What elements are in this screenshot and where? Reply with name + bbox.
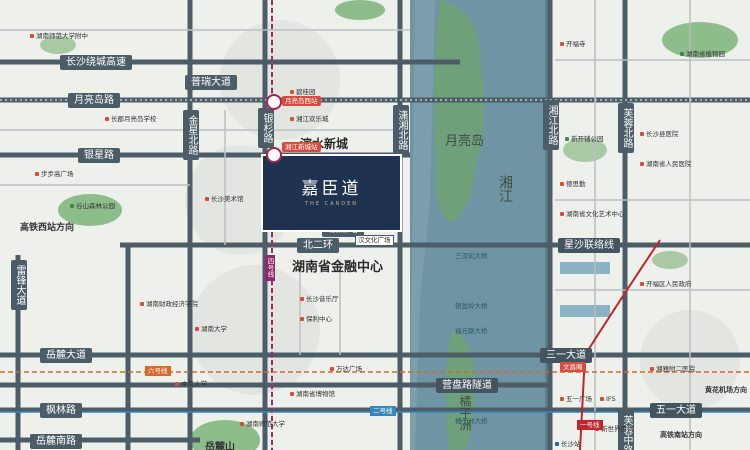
project-name: 嘉臣道 (301, 179, 362, 199)
road-label: 长沙绕城高速 (60, 55, 132, 70)
poi-label: 湖南财政经济学院 (140, 300, 198, 309)
road-label: 三一大道 (540, 348, 592, 363)
bridge-label: 橘子洲大桥 (455, 417, 488, 425)
park-area (652, 251, 688, 269)
poi-label: 谷山森林公园 (70, 202, 115, 211)
road-label: 雷锋大道 (11, 260, 27, 310)
metro-line-tag: 一号线 (577, 420, 603, 430)
poi-label: 长沙县医院 (640, 130, 679, 139)
metro-line-tag: 六号线 (145, 366, 171, 376)
road-label: 星沙联络线 (558, 238, 620, 253)
poi-label: 湖南大学 (195, 325, 227, 334)
poi-label: 湖南省博物馆 (290, 390, 335, 399)
poi-label: 长郡月亮岛学校 (105, 115, 157, 124)
poi-label: 湖南省植物园 (680, 50, 725, 59)
poi-label: IFS (600, 395, 616, 404)
poi-label: 万达广场 (330, 365, 362, 374)
poi-label: 中南大学 (175, 380, 207, 389)
bridge-label: 福元路大桥 (455, 327, 488, 335)
metro-station-icon[interactable] (266, 147, 282, 163)
poi-label: 五一广场 (560, 395, 592, 404)
project-subtitle: THE CANDEN (305, 201, 358, 207)
station-label: 文昌阁 (560, 362, 586, 372)
poi-label: 新开铺公园 (565, 135, 604, 144)
bridge-label: 银盆岭大桥 (455, 302, 488, 310)
destination-label: 高铁西站方向 (20, 223, 75, 233)
road-label: 月亮岛路 (68, 93, 120, 108)
river-bank (410, 0, 435, 450)
road-label: 金星北路 (183, 110, 199, 160)
poi-label: 湖南师范大学 (240, 420, 285, 429)
poi-label: 开福区人民政府 (640, 280, 692, 289)
hill-shape (220, 20, 340, 140)
project-marker[interactable]: 嘉臣道 THE CANDEN (263, 156, 400, 230)
road-label: 银星路 (78, 148, 120, 163)
destination-label: 黄花机场方向 (705, 386, 747, 394)
water-pool (560, 305, 610, 317)
district-label: 湖南省金融中心 (292, 260, 384, 275)
road-label: 普瑞大道 (185, 75, 237, 90)
poi-label: 开福寺 (560, 40, 586, 49)
landmark-label: 汉文化广场 (355, 235, 394, 246)
road-label: 岳麓大道 (40, 348, 92, 363)
park-area (563, 138, 607, 162)
bridge-label: 三汊矶大桥 (455, 252, 488, 260)
moon-island (433, 0, 484, 222)
poi-label: 湖南省文化艺术中心 (560, 210, 625, 219)
road-label: 银杉路 (258, 108, 274, 148)
poi-label: 碧桂园 (290, 88, 316, 97)
road-label: 北二环 (297, 238, 339, 253)
poi-label: 长沙站 (555, 440, 581, 449)
poi-label: 步步高广场 (35, 170, 74, 179)
island-label: 月亮岛 (445, 134, 485, 149)
road-label: 营盘路隧道 (436, 378, 498, 393)
poi-label: 湖南师范大学附中 (30, 32, 88, 41)
park-area (335, 0, 385, 20)
island-label: 橘子洲 (458, 395, 472, 431)
road-label: 芙蓉北路 (618, 103, 634, 153)
mountain-label: 岳麓山 (205, 442, 235, 450)
station-label: 月亮岛西站 (282, 96, 321, 106)
poi-label: 湖南省人民医院 (640, 160, 692, 169)
poi-label: 湘雅附二医院 (650, 365, 695, 374)
road-label: 五一大道 (650, 403, 702, 418)
station-label: 湘江新城站 (282, 142, 321, 152)
destination-label: 高铁南站方向 (660, 431, 702, 439)
poi-label: 湘江欢乐城 (290, 115, 329, 124)
poi-label: 保利中心 (300, 315, 332, 324)
metro-station-icon[interactable] (266, 94, 282, 110)
river-label: 湘江 (497, 175, 513, 203)
metro-line-tag: 四号线 (265, 255, 275, 281)
park-area (662, 22, 738, 58)
road-label: 湘江北路 (543, 100, 559, 150)
road-label: 枫林路 (40, 403, 82, 418)
poi-label: 长沙音乐厅 (300, 295, 339, 304)
poi-label: 德思勤 (560, 180, 586, 189)
road-label: 潇湘北路 (393, 105, 409, 155)
water-pool (560, 262, 610, 274)
road-label: 岳麓南路 (30, 434, 82, 449)
poi-label: 新世界百货 (595, 425, 634, 434)
hill-shape (190, 265, 320, 395)
poi-label: 长沙美术馆 (205, 195, 244, 204)
metro-line-tag: 二号线 (370, 406, 396, 416)
